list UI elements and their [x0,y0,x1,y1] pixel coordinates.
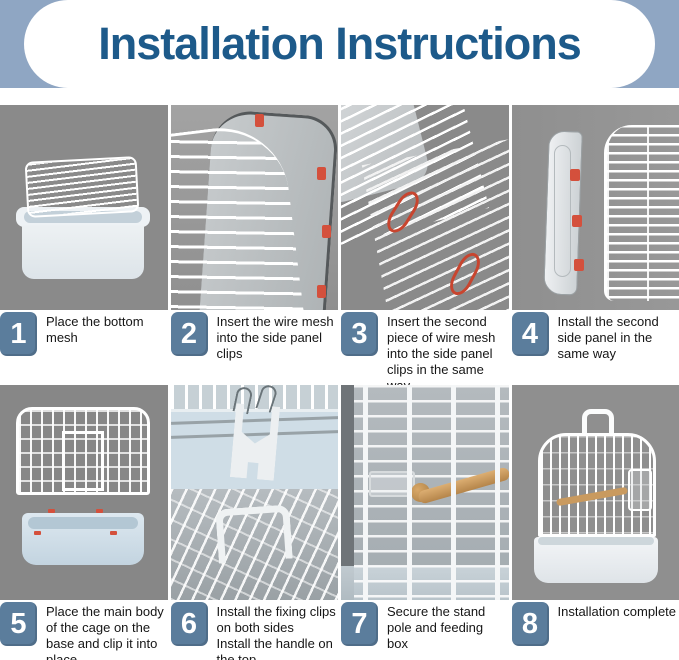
red-clip-graphic [316,167,326,180]
wire-mesh-graphic [170,385,338,409]
step-cell-6: 6 Install the fixing clips on both sides… [170,385,338,660]
step-6-image [170,385,338,600]
step-cell-3: 3 Insert the second piece of wire mesh i… [341,105,509,393]
bottom-mesh-graphic [24,156,140,218]
step-4-image [511,105,679,310]
step-1-caption: Place the bottom mesh [46,314,144,346]
step-6-caption-row: 6 Install the fixing clips on both sides… [170,600,338,660]
wire-mesh-graphic [170,489,338,600]
cage-door-graphic [62,431,104,491]
wire-mesh-graphic [603,125,679,301]
step-cell-2: 2 Insert the wire mesh into the side pan… [170,105,338,385]
step-8-caption: Installation complete [557,604,677,619]
step-7-image [341,385,509,600]
header-banner: Installation Instructions [0,0,679,88]
step-2-badge: 2 [170,312,208,356]
handle-graphic [214,504,293,564]
step-3-badge: 3 [341,312,378,356]
page-title: Installation Instructions [98,18,582,69]
header-spacer [0,88,679,105]
step-7-caption: Secure the stand pole and feeding box [387,604,486,652]
step-8-image [511,385,679,600]
step-cell-5: 5 Place the main body of the cage on the… [0,385,168,660]
red-clip-graphic [34,531,41,535]
step-6-badge: 6 [170,602,208,646]
step-4-badge: 4 [511,312,549,356]
red-clip-graphic [569,169,580,181]
step-1-image [0,105,168,310]
step-1-caption-row: 1 Place the bottom mesh [0,310,168,385]
handle-graphic [581,409,614,435]
step-7-badge: 7 [341,602,378,646]
red-clip-graphic [254,114,264,127]
cage-body-graphic [537,433,656,537]
tray-rim-graphic [28,517,138,529]
step-1-badge: 1 [0,312,37,356]
steps-row-2: 5 Place the main body of the cage on the… [0,385,679,660]
wire-mesh-graphic [361,135,509,310]
step-5-caption: Place the main body of the cage on the b… [46,604,164,660]
tray-body-graphic [22,225,144,279]
red-clip-graphic [96,509,103,513]
handle-panel-graphic [170,489,338,600]
cage-bars-graphic [341,385,509,600]
red-clip-graphic [571,215,582,227]
step-cell-1: 1 Place the bottom mesh [0,105,168,385]
step-8-badge: 8 [511,602,549,646]
cage-body-graphic [16,407,150,495]
step-2-image [170,105,338,310]
step-2-caption-row: 2 Insert the wire mesh into the side pan… [170,310,338,385]
red-clip-graphic [321,225,331,238]
step-5-caption-row: 5 Place the main body of the cage on the… [0,600,168,660]
cage-door-graphic [627,469,652,511]
red-clip-graphic [110,531,117,535]
fixing-clip-graphic [229,403,279,481]
tray-rim-graphic [537,537,654,545]
step-7-caption-row: 7 Secure the stand pole and feeding box [341,600,509,660]
red-clip-graphic [48,509,55,513]
red-clip-graphic [316,285,326,298]
step-cell-7: 7 Secure the stand pole and feeding box [341,385,509,660]
step-3-caption: Insert the second piece of wire mesh int… [387,314,496,393]
step-4-caption-row: 4 Install the second side panel in the s… [511,310,679,385]
step-6-caption: Install the fixing clips on both sides I… [216,604,336,660]
step-3-image [341,105,509,310]
wire-graphic [170,416,338,425]
fixing-clip-panel-graphic [170,385,338,489]
step-5-badge: 5 [0,602,37,646]
step-4-caption: Install the second side panel in the sam… [557,314,659,362]
step-cell-8: 8 Installation complete [511,385,679,660]
step-8-caption-row: 8 Installation complete [511,600,679,660]
side-panel-inner-graphic [553,145,571,277]
red-clip-graphic [573,259,584,271]
step-cell-4: 4 Install the second side panel in the s… [511,105,679,385]
step-5-image [0,385,168,600]
wire-graphic [170,430,338,439]
step-3-caption-row: 3 Insert the second piece of wire mesh i… [341,310,509,393]
header-pill: Installation Instructions [24,0,655,88]
steps-row-1: 1 Place the bottom mesh 2 Insert the wir… [0,105,679,393]
step-2-caption: Insert the wire mesh into the side panel… [216,314,334,362]
